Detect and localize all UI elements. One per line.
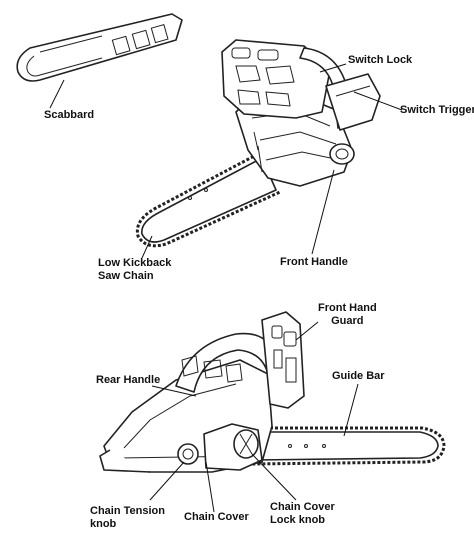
front-hand-guard-leader [295,321,319,341]
label-chain-tension-knob: Chain Tension knob [90,505,165,531]
label-front-hand-guard: Front Hand Guard [318,302,377,328]
bottom-chainsaw-illustration [99,311,446,473]
guide-bar-leader [343,383,359,437]
label-chain-cover: Chain Cover [184,511,249,523]
chain-cover-lock-leader [251,453,297,501]
scabbard-leader [49,79,65,109]
front-handle-leader [311,169,335,255]
label-chain-cover-lock-line2: Lock knob [270,514,326,526]
label-switch-lock: Switch Lock [348,54,413,66]
label-rear-handle: Rear Handle [96,374,161,386]
label-chain-tension-line2: knob [90,518,117,530]
scabbard-illustration [16,13,183,82]
label-front-handle: Front Handle [280,256,348,268]
switch-trigger-leader [353,91,403,111]
chain-cover-leader [205,461,215,513]
label-chain-cover-lock-line1: Chain Cover [270,501,335,513]
label-low-kickback-line2: Saw Chain [98,270,154,282]
low-kickback-leader [141,235,153,259]
leader-lines [49,63,403,513]
label-front-hand-guard-line1: Front Hand [318,302,377,314]
label-guide-bar: Guide Bar [332,370,385,382]
chain-tension-leader [149,461,185,501]
rear-handle-leader [151,385,197,397]
switch-lock-leader [319,63,347,73]
label-front-hand-guard-line2: Guard [331,315,364,327]
label-switch-trigger: Switch Trigger [400,104,474,116]
top-chainsaw-illustration [135,39,381,248]
label-scabbard: Scabbard [44,109,95,121]
label-chain-tension-line1: Chain Tension [90,505,165,517]
label-low-kickback-line1: Low Kickback [98,257,172,269]
label-chain-cover-lock-knob: Chain Cover Lock knob [270,501,335,527]
label-low-kickback-saw-chain: Low Kickback Saw Chain [98,257,171,283]
